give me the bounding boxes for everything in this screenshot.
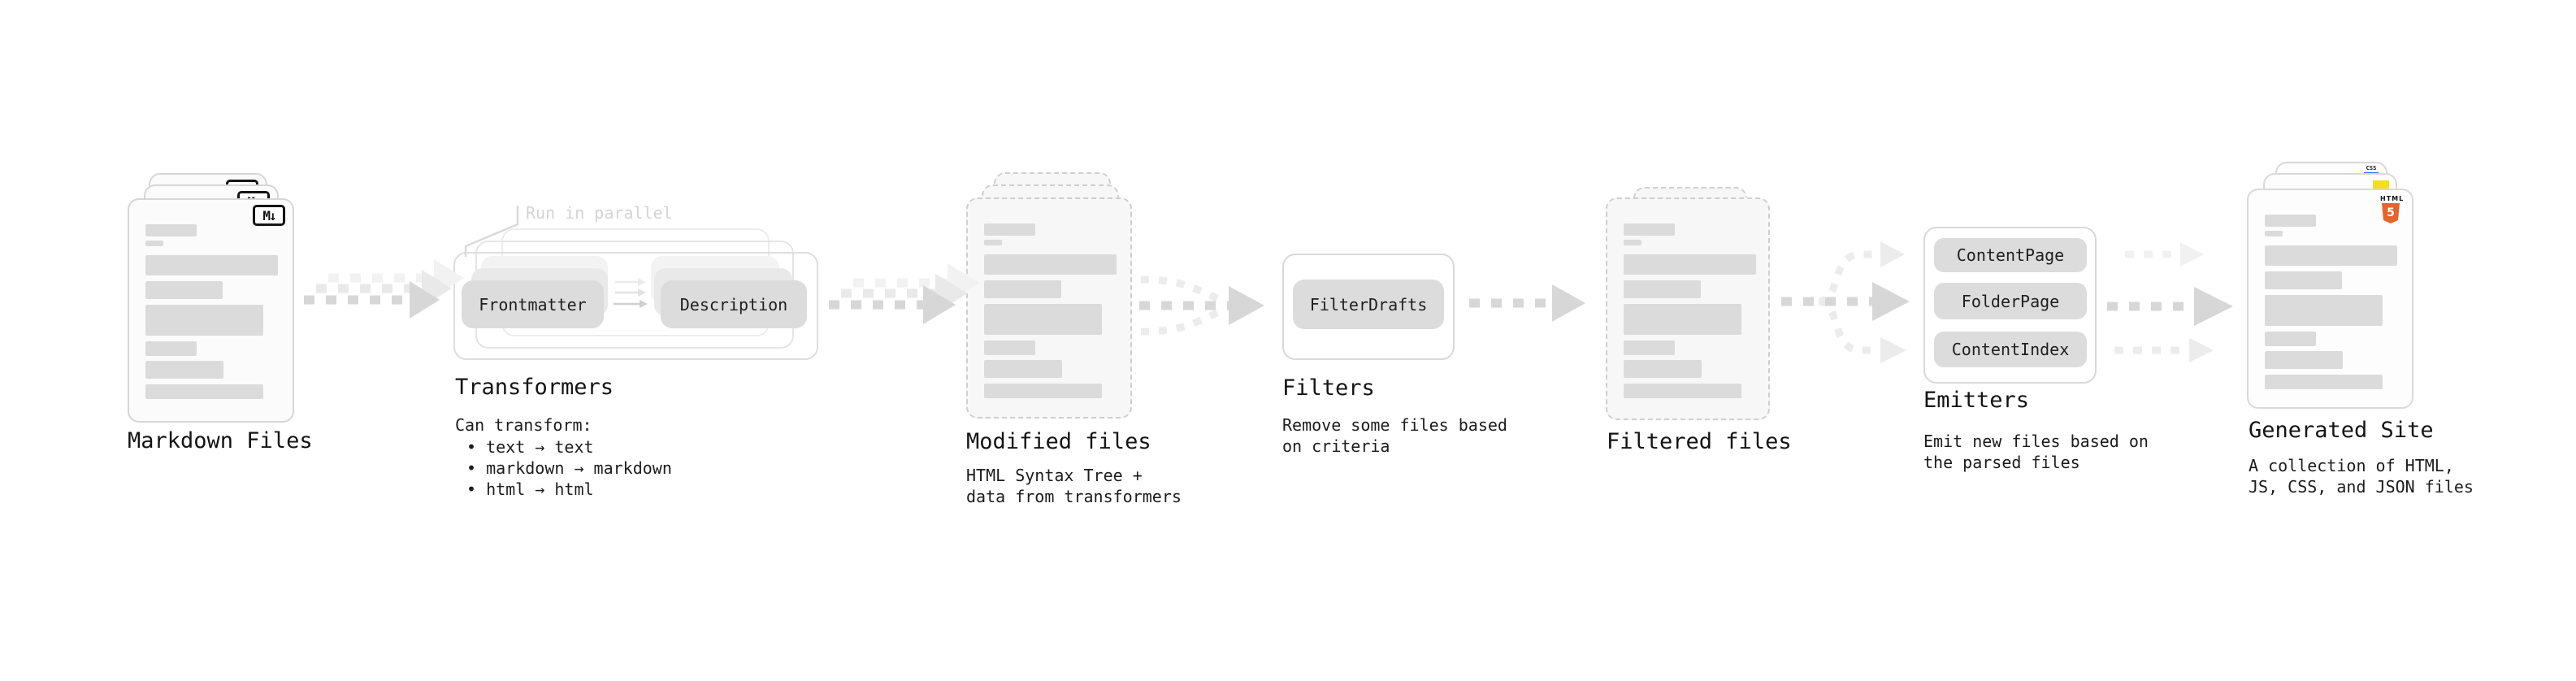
- emitters-title: Emitters: [1923, 388, 2030, 413]
- run-in-parallel-annotation: Run in parallel: [526, 203, 673, 223]
- text-placeholder-bar: [1624, 304, 1741, 335]
- markdown-files-label: Markdown Files: [128, 428, 313, 453]
- text-placeholder-bar: [145, 384, 263, 399]
- generated-file-html: HTML 5: [2247, 189, 2413, 409]
- markdown-file-front: M↓: [128, 198, 294, 423]
- bullet-item: • text → text: [466, 437, 594, 457]
- text-placeholder-bar: [984, 254, 1117, 275]
- js-icon: [2373, 180, 2389, 189]
- text-placeholder-bar: [984, 360, 1062, 378]
- arrow-filtered-to-emitters: [1781, 241, 1910, 363]
- text-placeholder-bar: [145, 224, 197, 236]
- text-placeholder-bar: [984, 280, 1061, 298]
- filters-title: Filters: [1282, 375, 1375, 401]
- text-placeholder-bar: [984, 240, 1002, 245]
- generated-site-label: Generated Site: [2249, 418, 2434, 443]
- markdown-icon: M↓: [253, 205, 285, 226]
- arrow-modified-to-filters: [1139, 275, 1264, 336]
- text-placeholder-bar: [145, 361, 223, 379]
- bullet-item: • html → html: [466, 479, 594, 499]
- transformer-card-front: [453, 252, 818, 360]
- text-placeholder-bar: [145, 241, 163, 246]
- modified-file-front: [966, 197, 1132, 419]
- generated-site-desc: A collection of HTML, JS, CSS, and JSON …: [2249, 456, 2474, 497]
- text-placeholder-bar: [145, 281, 223, 299]
- html5-icon: HTML 5: [2380, 195, 2403, 223]
- folderpage-pill: FolderPage: [1934, 283, 2087, 319]
- emitters-desc: Emit new files based on the parsed files: [1923, 432, 2149, 472]
- filters-desc: Remove some files based on criteria: [1282, 415, 1507, 456]
- text-placeholder-bar: [2265, 215, 2316, 227]
- modified-files-desc: HTML Syntax Tree + data from transformer…: [966, 466, 1182, 506]
- arrow-emitters-to-generated: [2107, 242, 2233, 362]
- contentindex-pill: ContentIndex: [1934, 332, 2087, 367]
- arrow-transformers-to-modified: [829, 263, 980, 324]
- filtered-files-label: Filtered files: [1607, 429, 1792, 454]
- text-placeholder-bar: [1624, 254, 1756, 275]
- text-placeholder-bar: [2265, 231, 2283, 236]
- frontmatter-pill: Frontmatter: [462, 280, 604, 328]
- transformers-desc: Can transform:: [455, 415, 592, 435]
- text-placeholder-bar: [984, 340, 1035, 355]
- text-placeholder-bar: [1624, 223, 1675, 236]
- text-placeholder-bar: [2265, 375, 2383, 389]
- filtered-file-front: [1606, 197, 1770, 420]
- text-placeholder-bar: [145, 341, 197, 356]
- text-placeholder-bar: [2265, 245, 2397, 266]
- text-placeholder-bar: [145, 255, 278, 275]
- arrow-markdown-to-transformers: [304, 259, 464, 319]
- text-placeholder-bar: [2265, 332, 2316, 346]
- text-placeholder-bar: [145, 305, 263, 336]
- contentpage-pill: ContentPage: [1934, 238, 2087, 272]
- bullet-item: • markdown → markdown: [466, 458, 672, 478]
- filterdrafts-pill: FilterDrafts: [1293, 280, 1444, 329]
- transformers-bullets: • text → text • markdown → markdown • ht…: [466, 436, 672, 500]
- arrow-filters-to-filtered: [1469, 284, 1585, 322]
- text-placeholder-bar: [1624, 360, 1702, 378]
- text-placeholder-bar: [984, 304, 1102, 335]
- text-placeholder-bar: [2265, 295, 2383, 326]
- description-pill: Description: [661, 280, 807, 328]
- transformers-title: Transformers: [455, 375, 614, 400]
- text-placeholder-bar: [1624, 340, 1675, 355]
- text-placeholder-bar: [2265, 271, 2342, 289]
- text-placeholder-bar: [984, 223, 1035, 236]
- text-placeholder-bar: [1624, 240, 1641, 245]
- text-placeholder-bar: [1624, 280, 1701, 298]
- modified-files-label: Modified files: [966, 429, 1151, 454]
- text-placeholder-bar: [1624, 384, 1741, 398]
- text-placeholder-bar: [2265, 351, 2343, 369]
- text-placeholder-bar: [984, 384, 1102, 398]
